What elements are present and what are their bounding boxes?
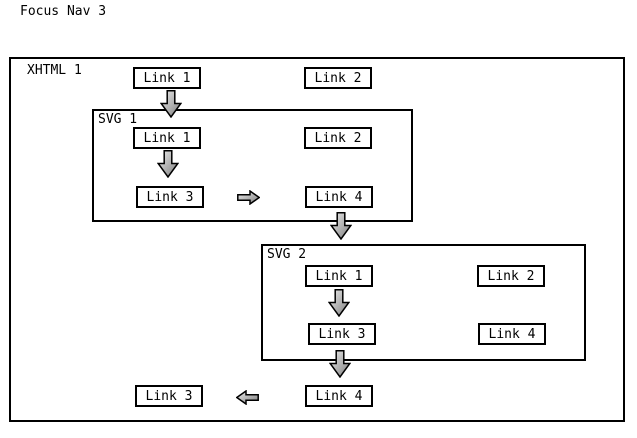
arrow-down-icon [330, 212, 352, 240]
svg1-container: SVG 1 Link 1 Link 2 Link 3 Link 4 [92, 109, 413, 222]
xhtml1-bottom-link4[interactable]: Link 4 [305, 385, 373, 407]
xhtml1-label: XHTML 1 [27, 63, 82, 78]
svg1-link2[interactable]: Link 2 [304, 127, 372, 149]
svg2-link3[interactable]: Link 3 [308, 323, 376, 345]
svg2-label: SVG 2 [267, 247, 307, 262]
svg2-link1[interactable]: Link 1 [305, 265, 373, 287]
arrow-left-icon [236, 390, 259, 405]
svg2-container: SVG 2 Link 1 Link 2 Link 3 Link 4 [261, 244, 586, 361]
svg1-link1[interactable]: Link 1 [133, 127, 201, 149]
svg1-link4[interactable]: Link 4 [305, 186, 373, 208]
xhtml1-link2[interactable]: Link 2 [304, 67, 372, 89]
arrow-down-icon [157, 150, 179, 178]
arrow-down-icon [328, 289, 350, 317]
svg2-link4[interactable]: Link 4 [478, 323, 546, 345]
xhtml1-container: XHTML 1 Link 1 Link 2 SVG 1 Link 1 Link … [9, 57, 625, 422]
xhtml1-link1[interactable]: Link 1 [133, 67, 201, 89]
arrow-down-icon [160, 90, 182, 118]
page-title: Focus Nav 3 [20, 4, 107, 19]
svg1-label: SVG 1 [98, 112, 138, 127]
arrow-down-icon [329, 350, 351, 378]
arrow-right-icon [237, 190, 260, 205]
svg1-link3[interactable]: Link 3 [136, 186, 204, 208]
svg2-link2[interactable]: Link 2 [477, 265, 545, 287]
xhtml1-bottom-link3[interactable]: Link 3 [135, 385, 203, 407]
